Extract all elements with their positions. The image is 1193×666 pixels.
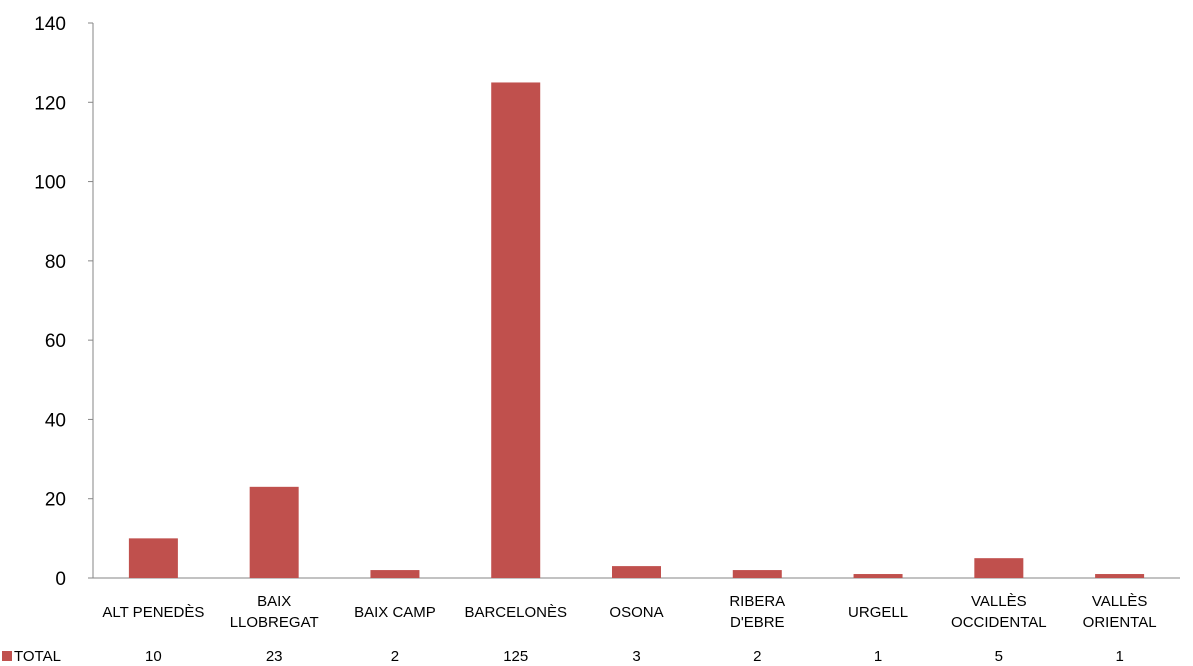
y-tick-label: 140 <box>34 14 66 35</box>
bar <box>1095 574 1145 578</box>
data-table: TOTAL 10 23 2 125 3 2 1 5 1 <box>2 648 1124 665</box>
data-value-label: 10 <box>145 648 162 665</box>
bar <box>974 558 1024 578</box>
data-value-label: 3 <box>632 648 640 665</box>
data-value-label: 5 <box>995 648 1003 665</box>
legend-label: TOTAL <box>14 648 61 665</box>
bar <box>249 486 299 578</box>
y-tick-label: 40 <box>45 410 66 431</box>
legend-swatch <box>2 651 12 661</box>
category-label: BAIX CAMP <box>354 604 436 621</box>
y-tick-label: 120 <box>34 93 66 114</box>
category-label: OSONA <box>609 604 663 621</box>
y-axis: 0 20 40 60 80 100 120 140 <box>34 14 94 590</box>
data-value-label: 1 <box>1115 648 1123 665</box>
bar <box>853 574 903 578</box>
bar <box>612 566 661 578</box>
data-value-label: 2 <box>391 648 399 665</box>
category-label: ORIENTAL <box>1083 614 1157 631</box>
bar <box>128 538 178 578</box>
category-labels: ALT PENEDÈS BAIX LLOBREGAT BAIX CAMP BARCELO… <box>102 593 1156 631</box>
y-tick-label: 20 <box>45 490 66 511</box>
data-value-label: 125 <box>503 648 528 665</box>
category-label: BARCELONÈS <box>464 604 567 621</box>
bar <box>491 82 541 578</box>
bar <box>370 570 420 578</box>
category-label: BAIX <box>257 593 291 610</box>
data-value-label: 23 <box>266 648 283 665</box>
category-label: RIBERA <box>729 593 785 610</box>
y-tick-label: 80 <box>45 252 66 273</box>
category-label: LLOBREGAT <box>230 614 319 631</box>
bars <box>128 82 1145 578</box>
category-label: VALLÈS <box>971 593 1027 610</box>
category-label: ALT PENEDÈS <box>102 604 204 621</box>
y-tick-label: 60 <box>45 331 66 352</box>
y-tick-label: 0 <box>55 569 66 590</box>
data-value-label: 1 <box>874 648 882 665</box>
category-label: VALLÈS <box>1092 593 1148 610</box>
category-label: D'EBRE <box>730 614 785 631</box>
category-label: OCCIDENTAL <box>951 614 1047 631</box>
bar <box>732 570 782 578</box>
category-label: URGELL <box>848 604 908 621</box>
data-value-label: 2 <box>753 648 761 665</box>
y-tick-label: 100 <box>34 173 66 194</box>
